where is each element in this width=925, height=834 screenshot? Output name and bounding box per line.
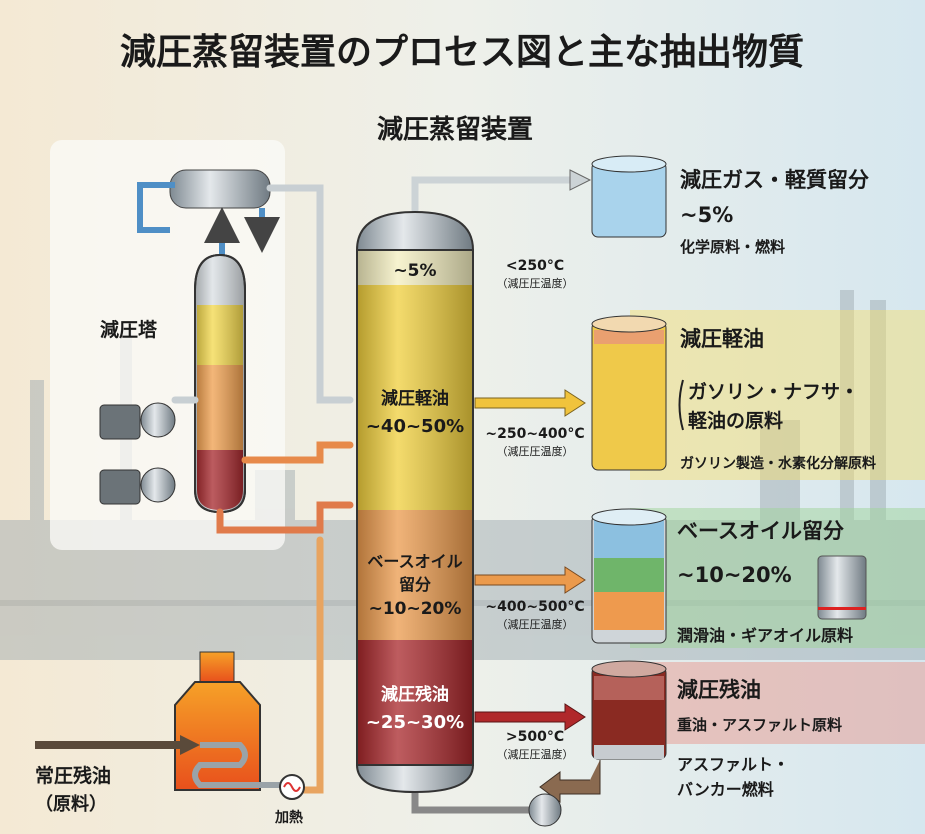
column-base-pct: ~10~20% <box>369 599 462 619</box>
column-base-name-2: 留分 <box>399 575 431 594</box>
tank-vgo <box>591 315 667 471</box>
product-vgo-use-3: ガソリン製造・水素化分解原料 <box>680 455 876 472</box>
column-res-name: 減圧残油 <box>381 684 449 705</box>
temp-3: ~400~500°C <box>485 599 584 615</box>
temp-4: >500°C <box>506 729 564 745</box>
heat-label: 加熱 <box>274 809 303 826</box>
output-arrows <box>474 389 601 827</box>
product-vgo-use-2: 軽油の原料 <box>688 409 783 432</box>
temp-2-note: （減圧圧温度） <box>497 444 574 458</box>
furnace <box>35 651 290 791</box>
product-base-pct: ~10~20% <box>677 563 792 587</box>
bracket <box>678 379 684 431</box>
subtitle: 減圧蒸留装置 <box>377 115 533 145</box>
page-title: 減圧蒸留装置のプロセス図と主な抽出物質 <box>120 32 804 73</box>
product-gas-pct: ~5% <box>680 203 733 227</box>
tower-label: 減圧塔 <box>100 318 158 341</box>
feed-sub: （原料） <box>35 793 107 815</box>
tank-residue <box>591 660 667 760</box>
product-gas-name: 減圧ガス・軽質留分 <box>680 168 869 192</box>
temp-1-note: （減圧圧温度） <box>497 276 574 290</box>
column-res-pct: ~25~30% <box>366 712 464 733</box>
product-gas-use: 化学原料・燃料 <box>680 238 785 256</box>
product-base-use: 潤滑油・ギアオイル原料 <box>677 626 853 645</box>
product-base-name: ベースオイル留分 <box>677 519 844 543</box>
tank-gas <box>591 155 667 238</box>
base-band <box>630 508 925 648</box>
feed-label: 常圧残油 <box>35 764 111 787</box>
column-base-name-1: ベースオイル <box>367 552 462 571</box>
column-vgo-name: 減圧軽油 <box>381 388 449 409</box>
main-column <box>355 210 475 794</box>
vacuum-tower-small <box>194 253 246 514</box>
pipes <box>171 176 574 814</box>
product-vgo-use-1: ガソリン・ナフサ・ <box>688 381 859 403</box>
product-res-use: 重油・アスファルト原料 <box>677 716 842 734</box>
temp-1: <250°C <box>506 258 564 274</box>
column-top-pct: ~5% <box>393 261 436 281</box>
tank-base <box>591 508 667 644</box>
pump-icon <box>99 402 176 505</box>
residue-band <box>630 662 925 744</box>
product-vgo-name: 減圧軽油 <box>680 327 764 351</box>
heater-icon <box>279 774 305 800</box>
condenser <box>137 169 280 255</box>
temp-2: ~250~400°C <box>485 426 584 442</box>
oil-can-icon <box>817 555 867 620</box>
product-res-use-2: アスファルト・ <box>677 755 789 774</box>
product-res-name: 減圧残油 <box>677 678 761 702</box>
temp-3-note: （減圧圧温度） <box>497 617 574 631</box>
temp-4-note: （減圧圧温度） <box>497 747 574 761</box>
product-res-use-3: バンカー燃料 <box>677 780 774 799</box>
column-vgo-pct: ~40~50% <box>366 416 464 437</box>
